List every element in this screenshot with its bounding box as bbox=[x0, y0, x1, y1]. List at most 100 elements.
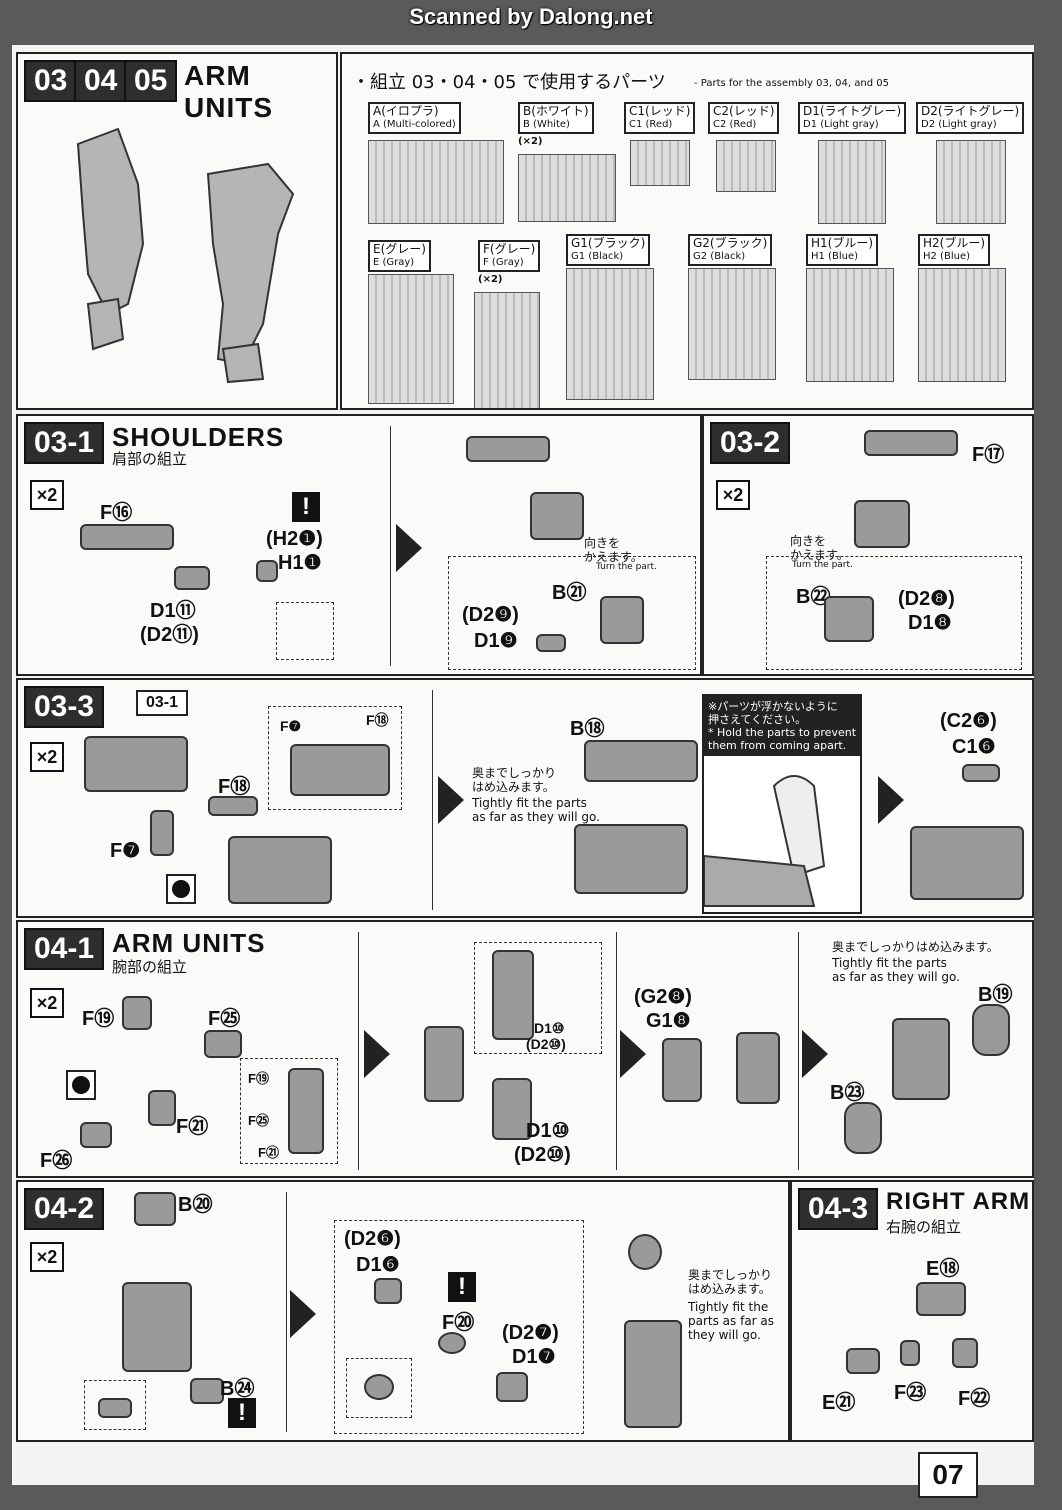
part-label: F⑱ bbox=[366, 712, 389, 728]
arm-subassembly-part bbox=[736, 1032, 780, 1104]
part-label: B㉓ bbox=[830, 1082, 865, 1104]
part-label: (H2❶) bbox=[266, 528, 323, 550]
multiplier-badge: ×2 bbox=[30, 1242, 64, 1272]
part-label: F㉒ bbox=[958, 1388, 991, 1410]
detail-callout bbox=[334, 1220, 584, 1434]
step-title: ARM UNITS bbox=[112, 928, 266, 958]
arm-subassembly-part bbox=[122, 1282, 192, 1372]
arm-frame-part bbox=[492, 950, 534, 1040]
part-label: (D2❻) bbox=[344, 1228, 401, 1250]
runner-sprue bbox=[474, 292, 540, 408]
page-number: 07 bbox=[918, 1452, 978, 1498]
step-badge: 03-1 bbox=[24, 422, 105, 464]
part-label: F㉓ bbox=[894, 1382, 927, 1404]
arm-joint-part bbox=[148, 1090, 176, 1126]
arm-subassembly-part bbox=[424, 1026, 464, 1102]
shoulder-cap-part bbox=[256, 560, 278, 582]
multiplier-badge: ×2 bbox=[30, 742, 64, 772]
divider bbox=[616, 932, 617, 1170]
part-label: (G2❽) bbox=[634, 986, 692, 1008]
step-badge-05: 05 bbox=[124, 60, 178, 102]
shoulder-joint-part bbox=[174, 566, 210, 590]
multiplier-badge: ×2 bbox=[30, 988, 64, 1018]
runner-label: D1(ライトグレー)D1 (Light gray) bbox=[798, 102, 907, 134]
turn-note-en: Turn the part. bbox=[792, 560, 853, 570]
runner-label: C1(レッド)C1 (Red) bbox=[624, 102, 696, 134]
joint-part bbox=[496, 1372, 528, 1402]
runner-sprue bbox=[368, 140, 504, 224]
divider bbox=[798, 932, 799, 1170]
step-badge: 04-3 bbox=[798, 1188, 879, 1230]
shoulder-armor-part bbox=[228, 836, 332, 904]
runner-label: D2(ライトグレー)D2 (Light gray) bbox=[916, 102, 1025, 134]
runner-sprue bbox=[818, 140, 886, 224]
detail-callout bbox=[346, 1358, 412, 1418]
shoulder-frame-part bbox=[80, 524, 174, 550]
part-label: F㉑ bbox=[176, 1116, 209, 1138]
step-arrow bbox=[620, 1030, 646, 1078]
finger-part bbox=[846, 1348, 880, 1374]
runner-label: F(グレー)F (Gray) bbox=[478, 240, 541, 272]
shoulder-armor-part bbox=[530, 492, 584, 540]
step-04-3-panel: 04-3 RIGHT ARM 右腕の組立 E⑱ E㉑ F㉓ F㉒ bbox=[790, 1180, 1034, 1442]
runner-sprue bbox=[518, 154, 616, 222]
black-dot-icon bbox=[66, 1070, 96, 1100]
arm-subassembly-part bbox=[892, 1018, 950, 1100]
detail-callout bbox=[276, 602, 334, 660]
runner-count: (×2) bbox=[518, 136, 543, 147]
arm-subassembly-part bbox=[288, 1068, 324, 1154]
runner-sprue bbox=[688, 268, 776, 380]
part-label: D1❾ bbox=[474, 630, 518, 652]
step-badge-03: 03 bbox=[24, 60, 78, 102]
runner-sprue bbox=[716, 140, 776, 192]
elbow-part bbox=[190, 1378, 224, 1404]
reference-badge: 03-1 bbox=[136, 690, 189, 716]
runner-sprue bbox=[936, 140, 1006, 224]
parts-heading-en: - Parts for the assembly 03, 04, and 05 bbox=[694, 78, 889, 89]
step-04-2-panel: 04-2 ×2 B⑳ B㉔ ! (D2❻) D1❻ ! F⑳ (D2❼) D1❼… bbox=[16, 1180, 790, 1442]
part-label: D1⑩ bbox=[526, 1120, 570, 1142]
part-label: B㉑ bbox=[552, 582, 587, 604]
step-badge: 03-3 bbox=[24, 686, 105, 728]
shoulder-assembly-part bbox=[466, 436, 550, 462]
shoulder-cover-part bbox=[584, 740, 698, 782]
step-title: SHOULDERS bbox=[112, 422, 285, 452]
step-arrow bbox=[396, 524, 422, 572]
part-label: F⑳ bbox=[442, 1312, 475, 1334]
step-04-1-panel: 04-1 ARM UNITS 腕部の組立 ×2 F⑲ F㉕ F㉑ F㉖ F⑲ F… bbox=[16, 920, 1034, 1178]
divider bbox=[432, 690, 433, 910]
fit-note-jp: 奥までしっかり はめ込みます。 bbox=[472, 766, 557, 794]
black-dot-icon bbox=[166, 874, 196, 904]
step-badge: 04-1 bbox=[24, 928, 105, 970]
step-03-2-panel: 03-2 ×2 F⑰ 向きを かえます。 Turn the part. B㉒ (… bbox=[702, 414, 1034, 676]
arm-cap-part bbox=[134, 1192, 176, 1226]
part-label: F⑲ bbox=[82, 1008, 115, 1030]
part-label: F⑲ bbox=[248, 1071, 269, 1086]
part-label: B㉒ bbox=[796, 586, 831, 608]
part-label: (D2❽) bbox=[898, 588, 955, 610]
small-joint-part bbox=[208, 796, 258, 816]
fit-note-jp: 奥までしっかりはめ込みます。 bbox=[832, 940, 999, 954]
caution-icon: ! bbox=[292, 492, 320, 522]
runner-sprue bbox=[368, 274, 454, 404]
step-03-1-panel: 03-1 SHOULDERS 肩部の組立 ×2 F⑯ ! (H2❶) H1❶ D… bbox=[16, 414, 702, 676]
detail-callout bbox=[766, 556, 1022, 670]
shoulder-assembly-part bbox=[864, 430, 958, 456]
section-title: ARM UNITS bbox=[184, 60, 273, 123]
small-joint-part bbox=[150, 810, 174, 856]
part-label: F⑰ bbox=[972, 444, 1005, 466]
runner-label: G2(ブラック)G2 (Black) bbox=[688, 234, 773, 266]
runner-label: H1(ブルー)H1 (Blue) bbox=[806, 234, 879, 266]
arm-unit-illustration bbox=[76, 127, 295, 384]
small-plate-part bbox=[536, 634, 566, 652]
step-arrow bbox=[438, 776, 464, 824]
elbow-detail-part bbox=[98, 1398, 132, 1418]
shoulder-assembly-part bbox=[910, 826, 1024, 900]
detail-callout bbox=[448, 556, 696, 670]
divider bbox=[286, 1192, 287, 1432]
step-badge-04: 04 bbox=[74, 60, 128, 102]
part-label: C1❻ bbox=[952, 736, 996, 758]
part-label: (D2⑩) bbox=[514, 1144, 571, 1166]
part-label: B⑳ bbox=[178, 1194, 213, 1216]
turn-note-jp: 向きを かえます。 bbox=[790, 534, 849, 562]
